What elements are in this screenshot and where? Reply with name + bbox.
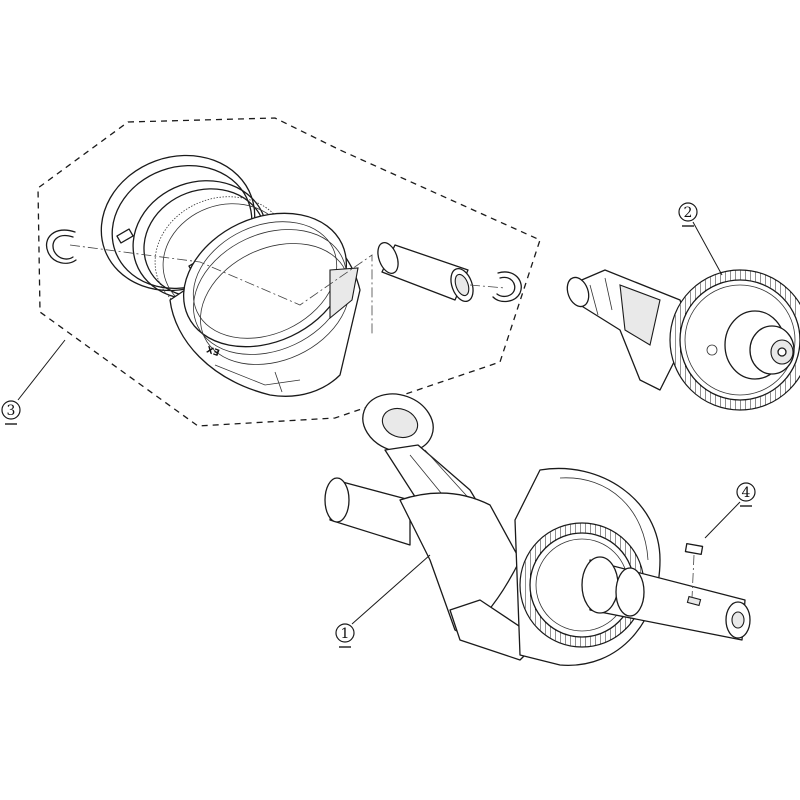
circlip-right (492, 271, 522, 303)
piston-pin (377, 242, 474, 302)
crankshaft-and-connecting-rod (324, 393, 751, 666)
callout-1-label: 1 (341, 626, 350, 642)
circlip-left (45, 229, 77, 264)
piston-assembly-group-outline (37, 117, 541, 427)
callout-1: 1 (335, 554, 431, 648)
callout-3-label: 3 (7, 403, 16, 419)
callout-3: 3 (1, 339, 66, 425)
camshaft (566, 269, 800, 411)
callout-4-label: 4 (742, 485, 751, 501)
callout-2: 2 (678, 202, 723, 276)
callout-4: 4 (704, 482, 756, 539)
piston: EX (169, 212, 361, 397)
woodruff-key (684, 543, 704, 599)
piston-mark-ex: EX (206, 343, 222, 357)
callout-2-label: 2 (684, 205, 693, 221)
